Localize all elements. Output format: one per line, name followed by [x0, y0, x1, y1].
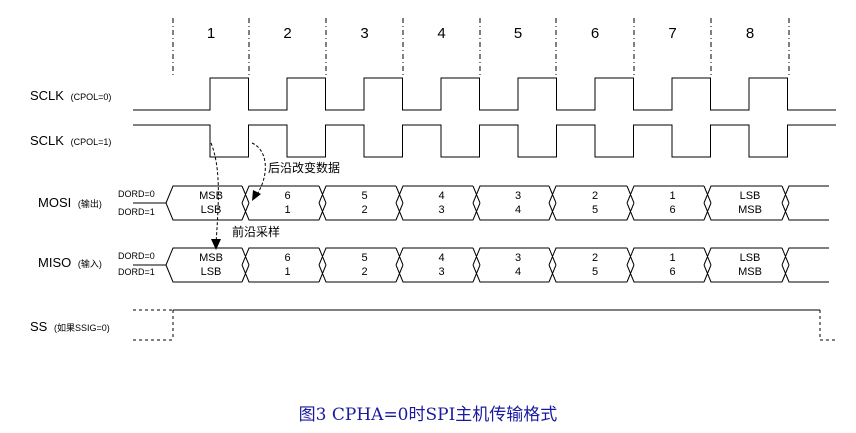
bit-label: 4 [438, 252, 444, 264]
bit-label: 3 [438, 204, 444, 216]
clock-number: 8 [746, 25, 754, 42]
clock-numbers: 1 2 3 4 5 6 7 8 [207, 25, 754, 42]
bit-label: 4 [515, 204, 521, 216]
bit-label: MSB [199, 190, 223, 202]
bit-label: 6 [669, 204, 675, 216]
bit-label: LSB [740, 252, 761, 264]
clock-number: 1 [207, 25, 215, 42]
bit-label: 2 [361, 204, 367, 216]
bit-label: 3 [438, 266, 444, 278]
ss-label: SS (如果SSIG=0) [30, 319, 110, 334]
bit-label: LSB [740, 190, 761, 202]
miso-data-waveform [133, 247, 829, 283]
bit-label: 3 [515, 252, 521, 264]
clock-number: 7 [668, 25, 676, 42]
ss-waveform [133, 309, 836, 341]
bit-label: 1 [669, 252, 675, 264]
trailing-edge-note: 后沿改变数据 [268, 160, 340, 175]
clock-number: 3 [360, 25, 368, 42]
bit-label: 4 [438, 190, 444, 202]
sclk-cpol0-label: SCLK (CPOL=0) [30, 88, 111, 103]
bit-label: MSB [738, 204, 762, 216]
bit-label: 1 [669, 190, 675, 202]
bit-label: 5 [361, 252, 367, 264]
mosi-dord0-label: DORD=0 [118, 189, 155, 199]
trailing-edge-arrow [251, 142, 266, 197]
bit-label: 6 [669, 266, 675, 278]
clock-number: 4 [437, 25, 445, 42]
miso-dord0-label: DORD=0 [118, 251, 155, 261]
mosi-dord1-label: DORD=1 [118, 207, 155, 217]
trailing-edge-arrowhead [252, 190, 261, 201]
bit-label: 6 [284, 252, 290, 264]
bit-label: MSB [199, 252, 223, 264]
bit-label: 1 [284, 204, 290, 216]
figure-caption: 图3 CPHA=0时SPI主机传输格式 [298, 405, 558, 425]
bit-label: 2 [361, 266, 367, 278]
leading-edge-note: 前沿采样 [232, 224, 280, 239]
leading-edge-arrowhead [211, 239, 221, 250]
bit-label: 5 [361, 190, 367, 202]
bit-label: 2 [592, 252, 598, 264]
clock-number: 2 [283, 25, 291, 42]
miso-dord1-label: DORD=1 [118, 267, 155, 277]
bit-label: MSB [738, 266, 762, 278]
bit-label: 3 [515, 190, 521, 202]
miso-label: MISO (输入) [38, 255, 102, 270]
bit-label: LSB [201, 204, 222, 216]
bit-label: 4 [515, 266, 521, 278]
bit-label: 2 [592, 190, 598, 202]
bit-label: 5 [592, 266, 598, 278]
sclk-cpol1-label: SCLK (CPOL=1) [30, 133, 111, 148]
sclk-cpol0-waveform [133, 77, 836, 111]
sclk-cpol1-waveform [133, 124, 836, 158]
timing-diagram-svg: 1 2 3 4 5 6 7 8 SCLK (CPOL=0) SCLK (CPOL=1) MOS… [30, 18, 836, 341]
mosi-data-waveform [133, 185, 829, 221]
mosi-label: MOSI (输出) [38, 195, 102, 210]
bit-label: 5 [592, 204, 598, 216]
bit-label: LSB [201, 266, 222, 278]
clock-number: 5 [514, 25, 522, 42]
leading-edge-arrow [210, 142, 219, 245]
clock-number: 6 [591, 25, 599, 42]
bit-label: 6 [284, 190, 290, 202]
clock-guide-lines [172, 18, 790, 78]
bit-label: 1 [284, 266, 290, 278]
